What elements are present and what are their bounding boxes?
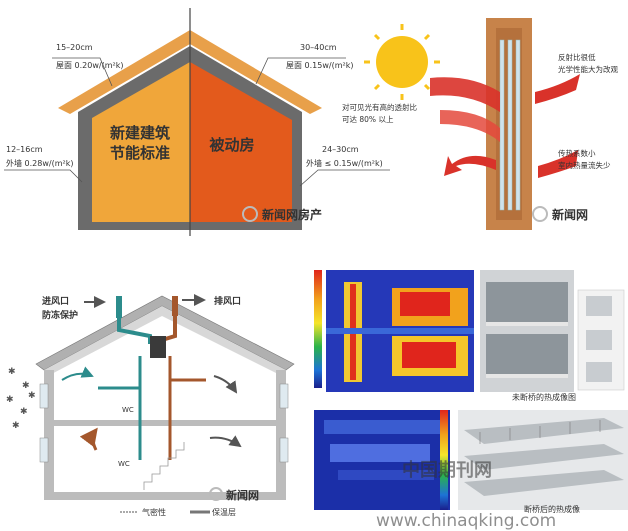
svg-text:✱: ✱ <box>20 407 28 417</box>
note-right-top-line2: 光学性能大为改观 <box>558 64 618 74</box>
wall-right-value: 外墙 ≤ 0.15w/(m²k) <box>306 158 383 168</box>
intake-label: 进风口 <box>42 295 69 307</box>
heat-arrow-in-2 <box>440 110 500 142</box>
legend-insulation: 保温层 <box>212 507 236 517</box>
floor-slab-2 <box>44 492 286 500</box>
svg-text:✱: ✱ <box>8 367 16 377</box>
house-watermark: 新闻网房产 <box>262 207 322 222</box>
svg-text:✱: ✱ <box>28 391 36 401</box>
glass-pane-2 <box>507 39 513 211</box>
ventilation-watermark: 新闻网 <box>226 488 259 502</box>
note-left-line2: 可达 80% 以上 <box>342 114 394 124</box>
roof-left-value: 屋面 0.20w/(m²k) <box>56 61 123 70</box>
left-house-fill <box>92 62 190 222</box>
house-comparison-panel: 新建建筑 节能标准 被动房 15–20cm 屋面 0.20w/(m²k) 30–… <box>4 8 390 236</box>
house-left-wall <box>44 370 54 498</box>
wc-upper-label: WC <box>122 406 134 414</box>
roof-right-thickness: 30–40cm <box>300 43 337 52</box>
right-label: 被动房 <box>209 136 254 154</box>
right-house-fill <box>190 62 292 222</box>
freeze-label: 防冻保护 <box>42 309 78 321</box>
overlay-cn: 中国期刊网 <box>402 459 492 481</box>
heat-arrow-in-1 <box>430 77 500 112</box>
caption-before: 未断桥的热成像图 <box>512 392 576 402</box>
svg-text:✱: ✱ <box>6 395 14 405</box>
house-right-wall <box>276 370 286 498</box>
heat-arrow-out <box>444 155 496 176</box>
staircase <box>143 442 185 490</box>
wall-left-value: 外墙 0.28w/(m²k) <box>6 158 73 168</box>
wc-lower-label: WC <box>118 460 130 468</box>
thermal-scale-bar <box>314 270 322 388</box>
roof-right-value: 屋面 0.15w/(m²k) <box>286 61 353 70</box>
floor-slab-1 <box>44 420 286 426</box>
ventilation-unit <box>150 336 166 358</box>
thermal-images-panel: 未断桥的热成像图 断桥后的热成像 中国期刊网 www.chinaqking.co… <box>310 266 628 531</box>
left-label-line1: 新建建筑 <box>110 124 170 142</box>
exhaust-vent <box>172 296 178 316</box>
roof-left-thickness: 15–20cm <box>56 43 93 52</box>
reflect-arrow <box>535 74 580 104</box>
wall-left-thickness: 12–16cm <box>6 145 43 154</box>
note-right-bottom-line1: 传热系数小 <box>558 148 596 158</box>
roof-edge <box>58 30 322 114</box>
wall-right-thickness: 24–30cm <box>322 145 359 154</box>
svg-text:✱: ✱ <box>12 421 20 431</box>
left-label-line2: 节能标准 <box>110 144 170 162</box>
ventilation-panel: ✱✱✱ ✱✱✱ <box>6 294 295 517</box>
intake-vent <box>116 296 122 318</box>
snowflake-icons: ✱✱✱ ✱✱✱ <box>6 367 36 431</box>
glass-pane-1 <box>499 39 505 211</box>
svg-text:✱: ✱ <box>22 381 30 391</box>
sun-icon <box>364 24 440 100</box>
overlay-url: www.chinaqking.com <box>376 511 556 531</box>
window-diagram-panel: 对可见光有高的透射比 可达 80% 以上 反射比很低 光学性能大为改观 传热系数… <box>342 18 618 230</box>
note-right-top-line1: 反射比很低 <box>558 52 596 62</box>
exhaust-label: 排风口 <box>214 295 241 307</box>
note-left-line1: 对可见光有高的透射比 <box>342 102 417 112</box>
window-watermark: 新闻网 <box>552 207 588 222</box>
retain-arrow <box>538 150 578 178</box>
legend-airtight: 气密性 <box>142 507 166 517</box>
note-right-bottom-line2: 室内热量流失少 <box>558 160 611 170</box>
glass-pane-3 <box>515 39 521 211</box>
caption-after: 断桥后的热成像 <box>524 504 580 514</box>
